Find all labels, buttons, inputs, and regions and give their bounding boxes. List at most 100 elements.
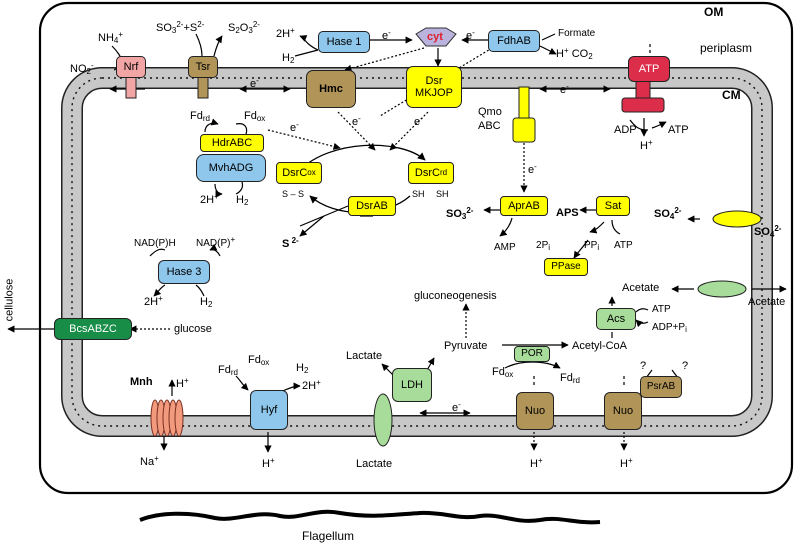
por-fdrd-label: Fdrd [560,372,580,385]
mvhadg-label: MvhADG [208,162,254,174]
nrf-protein: Nrf [116,56,146,78]
nuo-complex-1: Nuo [516,392,554,430]
cellulose-label: cellulose [3,278,16,322]
psrab-question-2: ? [682,360,689,372]
electron-label-membrane-2: e- [560,82,569,97]
hyf-complex: Hyf [250,390,288,430]
tsr-stem [197,75,209,99]
sat-atp-label: ATP [614,240,633,251]
formate-label: Formate [558,28,596,39]
por-label: POR [521,348,543,359]
lactate-transporter [373,393,393,447]
dsrc-rd-label: DsrC [414,167,440,179]
acetate-transporter [697,280,747,298]
hdr-fdrd-label: Fdrd [190,110,210,123]
cyt-label: cyt [427,31,443,43]
qmo-label-1: Qmo [478,106,502,118]
dsrab-protein: DsrAB [348,196,396,216]
pyruvate-label: Pyruvate [444,340,488,352]
bcsabzc-protein: BcsABZC [54,318,132,340]
qmo-label-2: ABC [478,120,501,132]
nuo-proton-label-2: H+ [620,456,633,471]
hyf-proton-label: H+ [262,456,275,471]
membrane-electron-path [71,77,763,427]
ldh-label: LDH [400,379,423,391]
aprab-label: AprAB [508,200,540,212]
thiol-label-2: SH [436,189,449,199]
qmo-body [512,117,536,143]
acetyl-coa-label: Acetyl-CoA [572,340,628,352]
nrf-label: Nrf [123,61,139,73]
hase3-label: Hase 3 [166,266,202,278]
tsr-protein: Tsr [188,56,218,78]
electron-label-membrane-3: e- [452,400,461,415]
nuo-proton-label-1: H+ [530,456,543,471]
nuo-label-2: Nuo [612,405,634,417]
atp-product-label: ATP [668,124,689,136]
hyf-label: Hyf [260,404,278,416]
membrane-electron-arrows [109,85,611,417]
nuo-label-1: Nuo [524,405,546,417]
electron-label-2: e- [466,28,475,43]
proton-co2-label: H+ CO2 [556,46,593,61]
dsrmkjop-label-2: MKJOP [415,87,453,99]
electron-label-3: e- [352,114,361,129]
sodium-label: Na+ [140,454,159,469]
hyf-fdrd-label: Fdrd [218,364,238,377]
phosphate-label: 2Pi [536,240,551,252]
fdhab-label: FdhAB [497,35,531,47]
sulfite-sulfide-label: SO32-+S2- [156,20,205,35]
hmc-complex: Hmc [306,70,356,108]
fdhab-protein: FdhAB [488,30,540,52]
thiol-label-1: SH [412,189,425,199]
hase1-h2-label: H2 [282,52,295,65]
periplasm-label: periplasm [700,41,753,55]
nuo-complex-2: Nuo [604,392,642,430]
cyt-hexagon [415,27,457,47]
flagellum-shape [139,509,601,525]
mnh-complex [150,399,184,437]
acs-adp-label: ADP+Pi [652,322,687,334]
por-protein: POR [514,346,550,362]
disulfide-label: S – S [282,189,305,199]
sulfide-label: S 2- [282,236,299,251]
dsrc-ox-label: DsrC [282,167,308,179]
sulfate-transporter [712,210,762,228]
acs-atp-label: ATP [652,304,671,315]
mvh-h2-label: H2 [236,194,249,207]
acetate-out-label: Acetate [748,296,786,308]
nitrite-label: NO2- [70,61,94,76]
thiosulfate-label: S2O32- [228,20,260,35]
nadp-label: NAD(P)+ [196,235,236,250]
cytoplasmic-membrane-label: CM [722,88,741,102]
bcsabzc-label: BcsABZC [69,323,117,335]
gluconeogenesis-label: gluconeogenesis [414,290,497,302]
hdr-fdox-label: Fdox [244,110,266,123]
dsrmkjop-label-1: Dsr [425,75,443,87]
nrf-stem [125,75,137,99]
hase3-h2-label: H2 [200,296,213,309]
ldh-protein: LDH [392,368,432,402]
sat-label: Sat [604,200,622,212]
tsr-label: Tsr [195,61,211,73]
mnh-proton-label: H+ [176,376,189,391]
por-fdox-label: Fdox [492,366,514,379]
mvh-2h-label: 2H+ [200,192,219,207]
hase3-protein: Hase 3 [158,260,210,284]
flagellum-label: Flagellum [302,529,355,543]
amp-label: AMP [494,242,516,253]
lactate-in-label: Lactate [346,350,383,362]
hdrabc-protein: HdrABC [200,134,264,152]
acs-protein: Acs [596,308,636,330]
ppase-label: PPase [551,261,581,272]
atp-proton-label: H+ [640,138,653,153]
acetate-in-label: Acetate [622,282,660,294]
sat-protein: Sat [596,196,630,216]
hase1-protein: Hase 1 [318,31,370,53]
hyf-2h-label: 2H+ [302,378,321,393]
sulfate-out-label: SO42- [754,224,782,239]
